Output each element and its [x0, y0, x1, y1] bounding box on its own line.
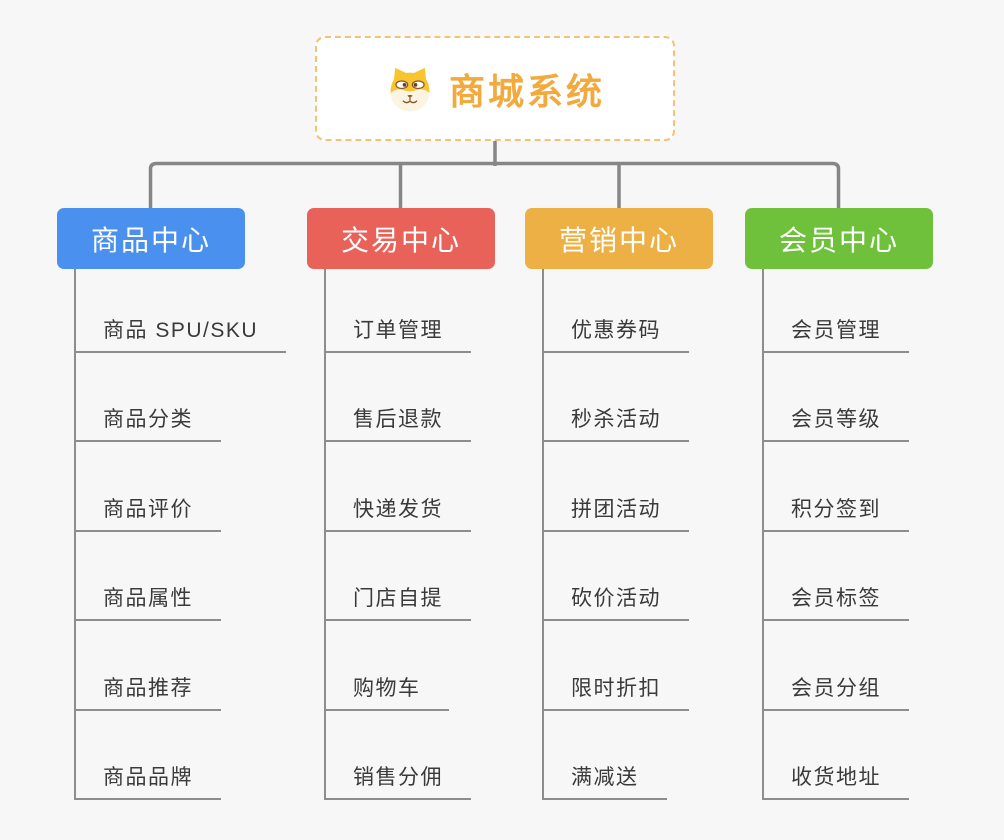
- leaf-node[interactable]: 销售分佣: [324, 711, 471, 800]
- leaf-node[interactable]: 商品评价: [74, 442, 221, 532]
- leaf-node[interactable]: 商品推荐: [74, 621, 221, 711]
- trunk-line-member: [762, 269, 764, 800]
- leaf-node[interactable]: 售后退款: [324, 353, 471, 443]
- trunk-line-trade: [324, 269, 326, 800]
- leaf-node[interactable]: 拼团活动: [542, 442, 689, 532]
- branch-node-member-center[interactable]: 会员中心: [745, 208, 933, 269]
- leaf-node[interactable]: 快递发货: [324, 442, 471, 532]
- root-node[interactable]: 商城系统: [315, 36, 675, 141]
- leaf-node[interactable]: 收货地址: [762, 711, 909, 800]
- leaf-node[interactable]: 会员等级: [762, 353, 909, 443]
- leaf-node[interactable]: 订单管理: [324, 270, 471, 353]
- leaf-node[interactable]: 优惠券码: [542, 270, 689, 353]
- branch-bus-connector: [148, 161, 841, 208]
- branch-node-product-center[interactable]: 商品中心: [57, 208, 245, 269]
- leaf-node[interactable]: 会员标签: [762, 532, 909, 622]
- leaf-node[interactable]: 满减送: [542, 711, 667, 800]
- leaf-node[interactable]: 商品属性: [74, 532, 221, 622]
- leaf-node[interactable]: 限时折扣: [542, 621, 689, 711]
- trunk-line-product: [74, 269, 76, 800]
- leaf-node[interactable]: 购物车: [324, 621, 449, 711]
- leaf-node[interactable]: 商品 SPU/SKU: [74, 270, 287, 353]
- leaf-list-marketing: 优惠券码 秒杀活动 拼团活动 砍价活动 限时折扣 满减送: [542, 270, 689, 800]
- leaf-node[interactable]: 商品品牌: [74, 711, 221, 800]
- leaf-list-member: 会员管理 会员等级 积分签到 会员标签 会员分组 收货地址: [762, 270, 909, 800]
- root-title: 商城系统: [448, 70, 605, 112]
- leaf-node[interactable]: 会员管理: [762, 270, 909, 353]
- leaf-node[interactable]: 会员分组: [762, 621, 909, 711]
- leaf-list-product: 商品 SPU/SKU 商品分类 商品评价 商品属性 商品推荐 商品品牌: [74, 270, 287, 800]
- shiba-dog-icon: [385, 64, 435, 114]
- trunk-line-marketing: [542, 269, 544, 800]
- leaf-node[interactable]: 秒杀活动: [542, 353, 689, 443]
- leaf-list-trade: 订单管理 售后退款 快递发货 门店自提 购物车 销售分佣: [324, 270, 471, 800]
- leaf-node[interactable]: 积分签到: [762, 442, 909, 532]
- leaf-node[interactable]: 门店自提: [324, 532, 471, 622]
- leaf-node[interactable]: 砍价活动: [542, 532, 689, 622]
- branch-node-marketing-center[interactable]: 营销中心: [525, 208, 713, 269]
- branch-node-trade-center[interactable]: 交易中心: [307, 208, 495, 269]
- leaf-node[interactable]: 商品分类: [74, 353, 221, 443]
